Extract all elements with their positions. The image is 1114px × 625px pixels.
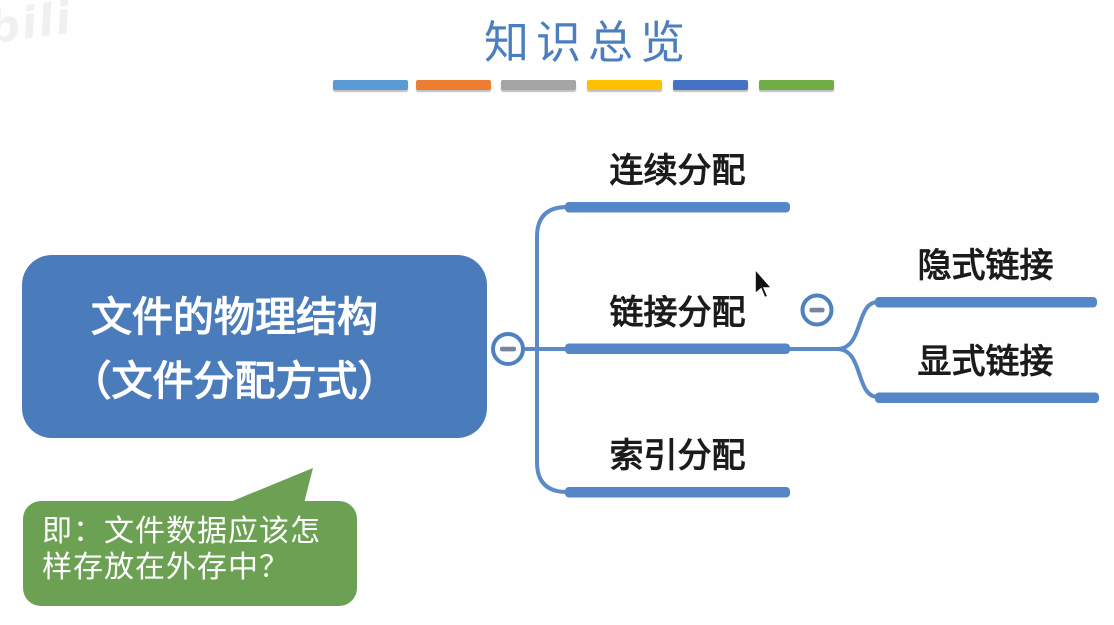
- branch-label-contiguous-allocation: 连续分配: [609, 152, 746, 190]
- mindmap-root-node: 文件的物理结构 （文件分配方式）: [22, 255, 487, 438]
- branch-label-explicit-link: 显式链接: [917, 343, 1054, 381]
- root-node-line2: （文件分配方式）: [70, 358, 399, 404]
- collapse-button-linked[interactable]: [800, 293, 834, 327]
- branch-label-implicit-link: 隐式链接: [917, 247, 1054, 285]
- collapse-button-root[interactable]: [491, 332, 525, 366]
- underline-linked-allocation: [565, 343, 790, 354]
- note-speech-bubble: 即：文件数据应该怎 样存放在外存中？: [23, 501, 357, 606]
- divider-dash-6: [759, 80, 834, 90]
- branch-underlines: [565, 202, 1099, 498]
- underline-contiguous-allocation: [565, 202, 790, 213]
- curve-to-explicit: [835, 347, 880, 399]
- note-line1: 即：文件数据应该怎: [42, 515, 321, 548]
- divider-dash-5: [673, 80, 748, 90]
- divider-dash-1: [333, 80, 408, 90]
- speech-bubble-tail: [218, 468, 313, 507]
- note-line2: 样存放在外存中？: [42, 551, 290, 584]
- page-title: 知识总览: [484, 18, 693, 68]
- curve-to-implicit: [835, 300, 880, 351]
- underline-indexed-allocation: [565, 487, 790, 498]
- divider-dash-2: [416, 80, 491, 90]
- divider-dash-3: [501, 80, 576, 90]
- root-node-line1: 文件的物理结构: [91, 294, 378, 340]
- divider-dash-4: [587, 80, 662, 90]
- branch-label-linked-allocation: 链接分配: [609, 294, 746, 332]
- underline-explicit-link: [875, 392, 1099, 403]
- branch-label-indexed-allocation: 索引分配: [609, 437, 746, 475]
- underline-implicit-link: [875, 297, 1097, 308]
- minus-icon: [500, 346, 516, 352]
- mouse-cursor-icon: [754, 266, 774, 299]
- minus-icon: [809, 307, 825, 313]
- connector-lines: [524, 205, 880, 494]
